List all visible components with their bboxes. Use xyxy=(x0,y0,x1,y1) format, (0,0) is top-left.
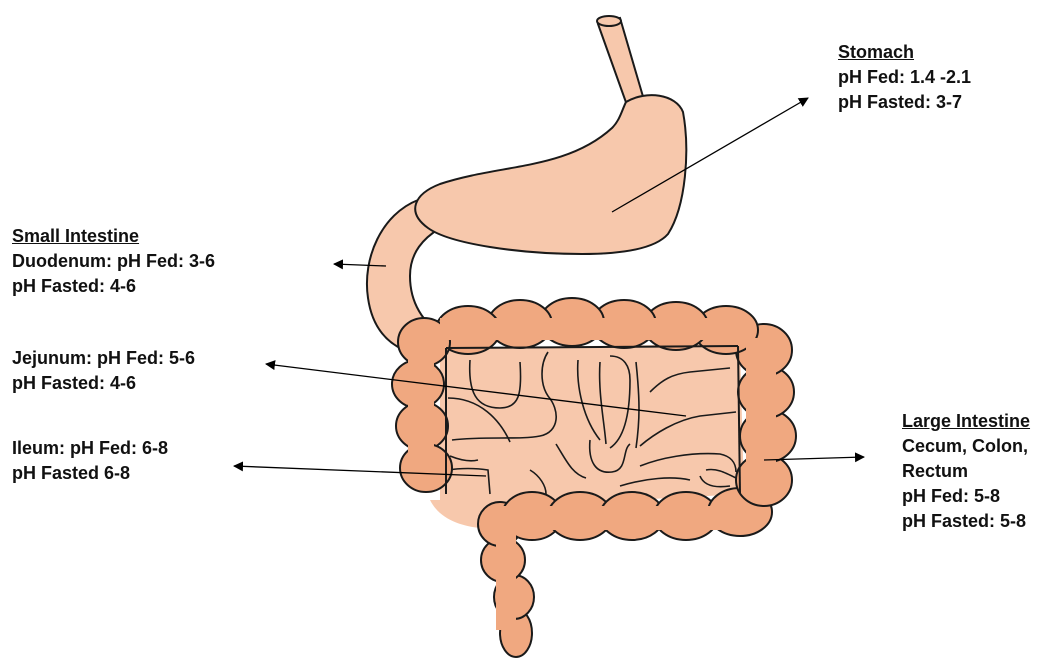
ileum-label: Ileum: pH Fed: 6-8 pH Fasted 6-8 xyxy=(12,436,168,486)
jejunum-ph-fed: Jejunum: pH Fed: 5-6 xyxy=(12,346,195,371)
large-intestine-title: Large Intestine xyxy=(902,409,1030,434)
large-intestine-parts-2: Rectum xyxy=(902,459,1030,484)
pale-connector xyxy=(430,500,480,528)
small-intestine-shape xyxy=(440,344,744,515)
small-intestine-label: Small Intestine Duodenum: pH Fed: 3-6 pH… xyxy=(12,224,215,299)
esophagus-opening xyxy=(597,16,621,26)
stomach-title: Stomach xyxy=(838,40,971,65)
ileum-ph-fed: Ileum: pH Fed: 6-8 xyxy=(12,436,168,461)
large-intestine-label: Large Intestine Cecum, Colon, Rectum pH … xyxy=(902,409,1030,534)
duodenum-ph-fed: Duodenum: pH Fed: 3-6 xyxy=(12,249,215,274)
stomach-ph-fasted: pH Fasted: 3-7 xyxy=(838,90,971,115)
jejunum-ph-fasted: pH Fasted: 4-6 xyxy=(12,371,195,396)
esophagus-shape xyxy=(598,18,644,108)
small-intestine-title: Small Intestine xyxy=(12,224,215,249)
large-intestine-ph-fasted: pH Fasted: 5-8 xyxy=(902,509,1030,534)
duodenum-ph-fasted: pH Fasted: 4-6 xyxy=(12,274,215,299)
stomach-shape xyxy=(415,95,686,254)
stomach-label: Stomach pH Fed: 1.4 -2.1 pH Fasted: 3-7 xyxy=(838,40,971,115)
large-intestine-parts-1: Cecum, Colon, xyxy=(902,434,1030,459)
stomach-ph-fed: pH Fed: 1.4 -2.1 xyxy=(838,65,971,90)
ileum-ph-fasted: pH Fasted 6-8 xyxy=(12,461,168,486)
jejunum-label: Jejunum: pH Fed: 5-6 pH Fasted: 4-6 xyxy=(12,346,195,396)
large-intestine-ph-fed: pH Fed: 5-8 xyxy=(902,484,1030,509)
